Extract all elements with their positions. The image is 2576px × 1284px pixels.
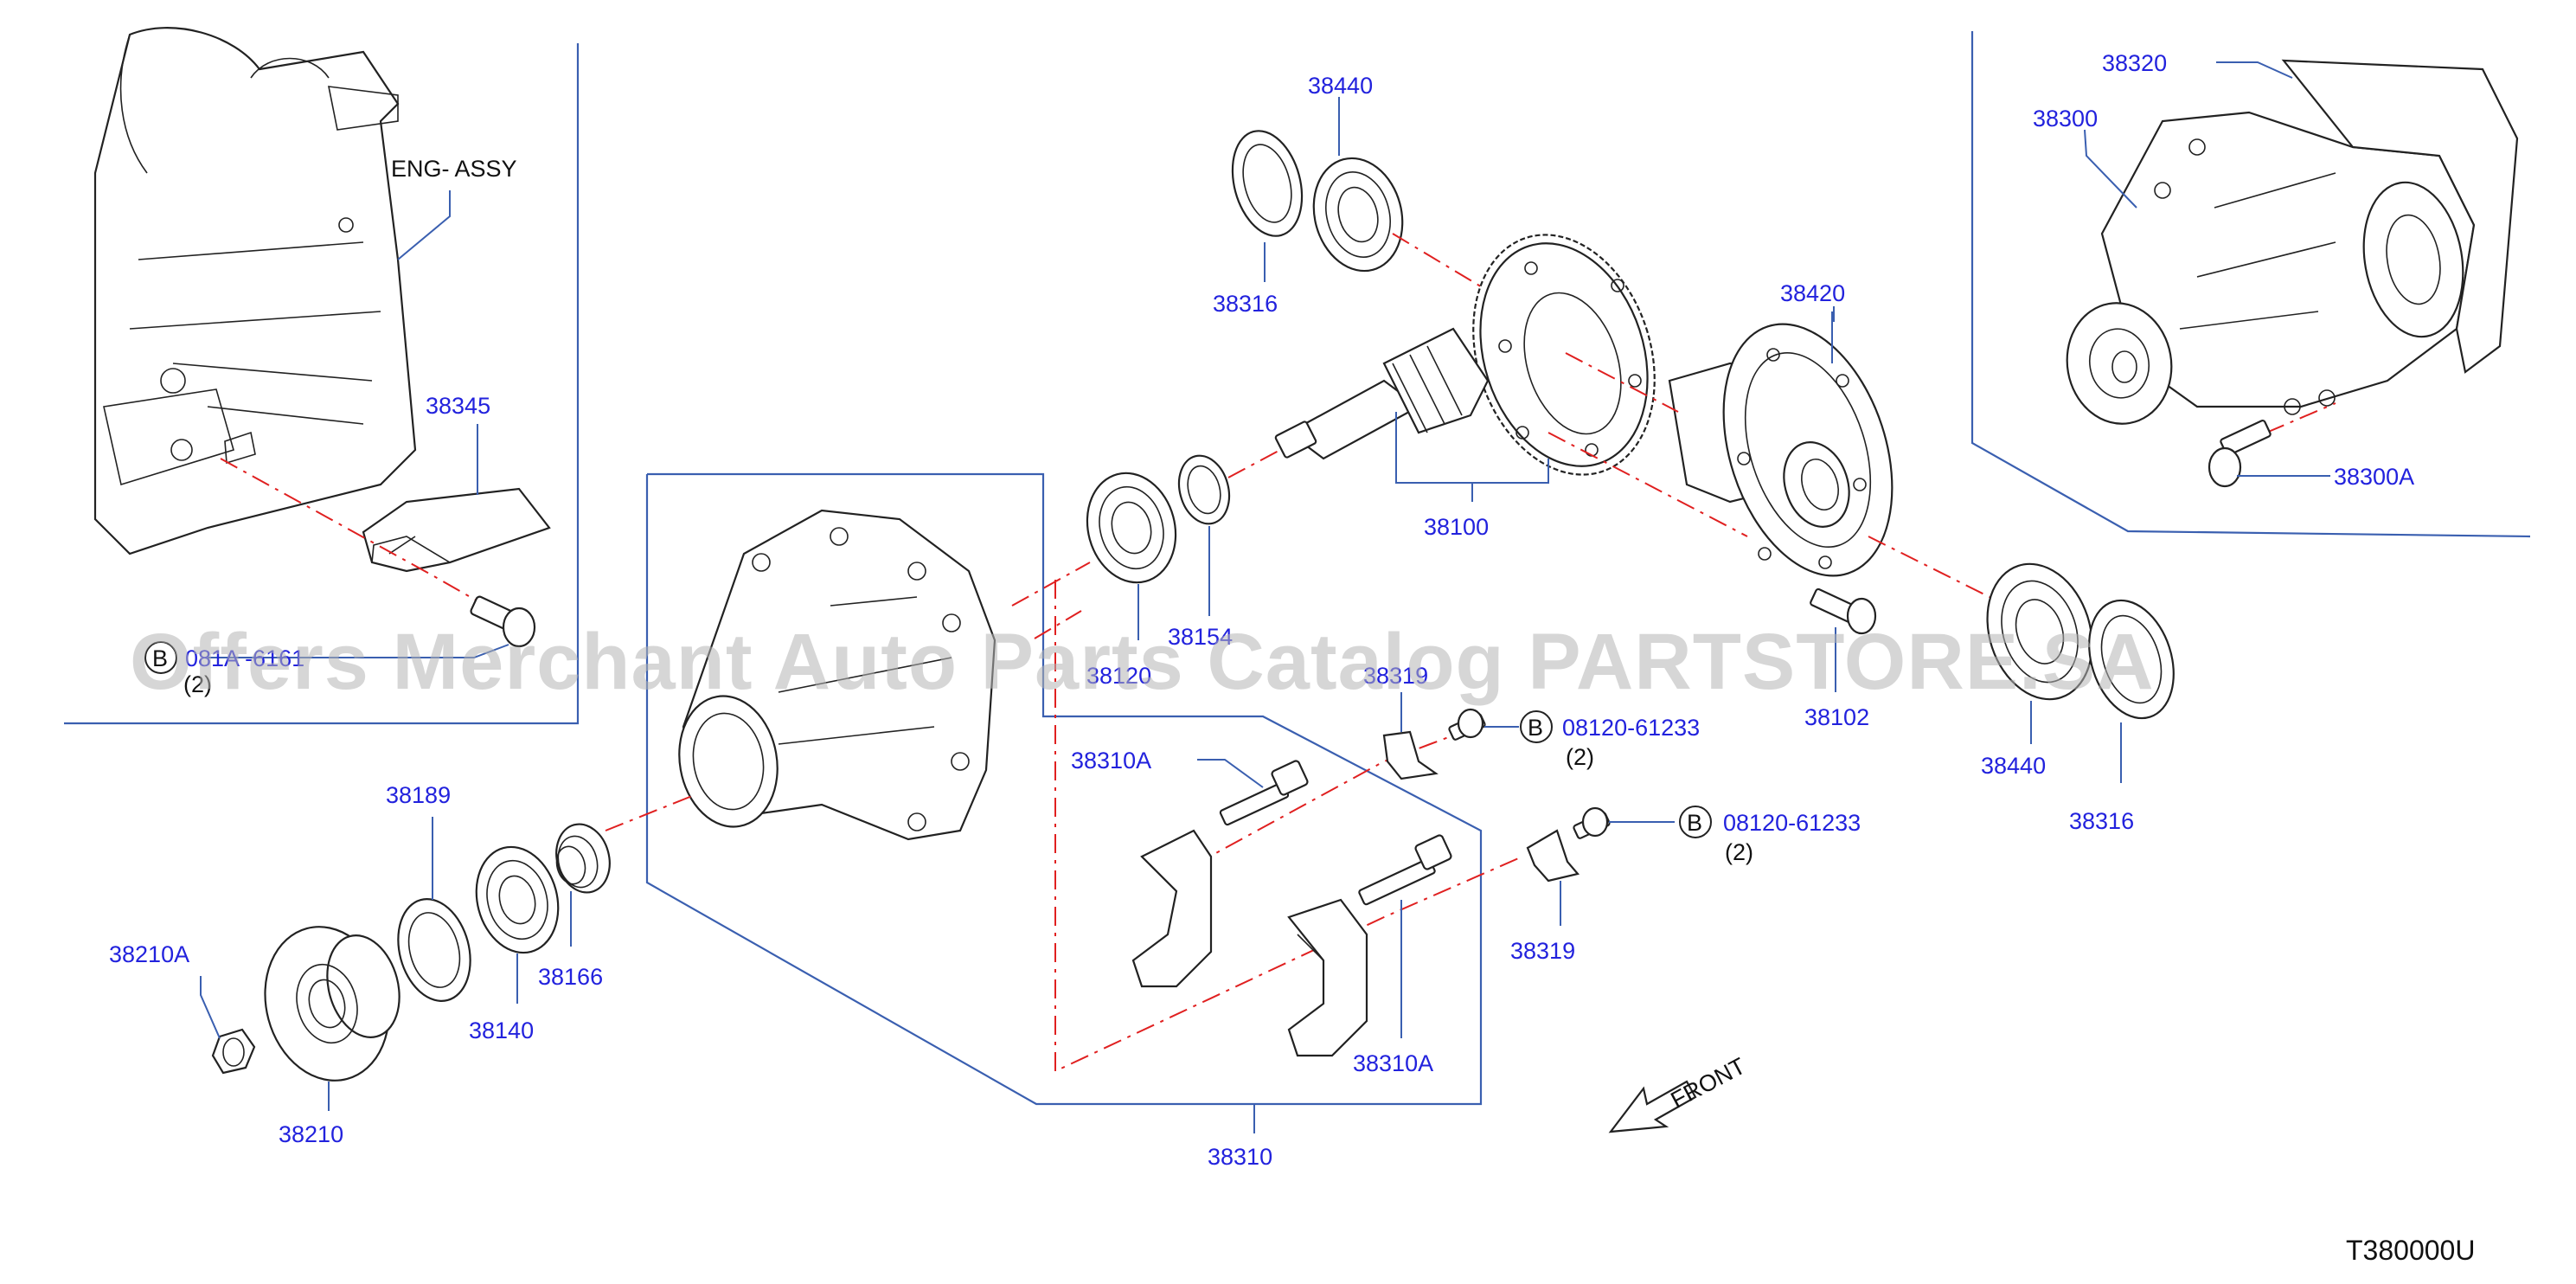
label-bolt-b3: 081A -6161 xyxy=(185,645,304,671)
label-38300A: 38300A xyxy=(2334,464,2414,490)
label-38120: 38120 xyxy=(1086,663,1151,689)
leader-38320 xyxy=(2216,61,2293,79)
label-38420: 38420 xyxy=(1780,280,1845,306)
label-38319-top: 38319 xyxy=(1363,663,1428,689)
svg-text:B: B xyxy=(152,645,168,671)
part-38310A-cap-bottom xyxy=(1287,898,1368,1057)
part-38319-clip-bottom xyxy=(1526,829,1580,883)
part-38120-bearing xyxy=(1086,472,1177,584)
part-38310A-cap-top xyxy=(1131,829,1213,988)
part-38319-clip-top xyxy=(1382,730,1439,780)
dash-engine-bracket xyxy=(220,458,494,611)
dash-carrier-bolt xyxy=(2265,402,2336,433)
label-38102: 38102 xyxy=(1804,704,1869,730)
label-38300: 38300 xyxy=(2033,106,2098,132)
dash-housing-c xyxy=(1193,735,1454,866)
leader-b3 xyxy=(208,644,509,658)
engine-assembly-label: ENG- ASSY xyxy=(391,156,517,182)
label-bolt-b3-qty: (2) xyxy=(183,671,212,697)
carrier-group-frame xyxy=(645,472,1483,1106)
label-bolt-b1-qty: (2) xyxy=(1566,744,1594,770)
label-38210: 38210 xyxy=(279,1121,343,1147)
label-bolt-b1: 08120-61233 xyxy=(1562,715,1700,741)
label-38320: 38320 xyxy=(2102,50,2167,76)
part-38310-housing xyxy=(678,509,996,841)
part-38310A-bolt-top xyxy=(1219,760,1309,826)
label-bolt-b2: 08120-61233 xyxy=(1723,810,1861,836)
bolt-marker-b1: B xyxy=(1520,710,1553,743)
engine-assembly-sketch xyxy=(93,27,417,555)
bolt-marker-b2: B xyxy=(1679,806,1712,838)
part-38440-bearing-right xyxy=(1986,562,2093,701)
label-38316-top: 38316 xyxy=(1213,291,1278,317)
part-38420-diff-case xyxy=(1668,323,1894,577)
part-38345-bracket xyxy=(362,487,551,573)
part-38210-flange xyxy=(264,926,400,1082)
leader-38210A xyxy=(200,976,221,1039)
part-38300-carrier-assembly xyxy=(2066,59,2519,425)
part-38154-shim xyxy=(1177,454,1231,525)
label-38316-right: 38316 xyxy=(2069,808,2134,834)
part-38102-bolt xyxy=(1810,587,1877,635)
engine-bracket-bolt xyxy=(470,595,536,648)
dash-housing-b xyxy=(1054,580,1523,1073)
dash-housing-a xyxy=(1011,562,1091,639)
diagram-code: T380000U xyxy=(2346,1235,2475,1266)
carrier-inset-frame xyxy=(1970,31,2531,538)
engine-label-leader xyxy=(397,190,451,260)
label-38319-bottom: 38319 xyxy=(1510,938,1575,964)
part-38189-seal xyxy=(397,898,471,1002)
dash-diff-line xyxy=(1548,352,2008,607)
label-38440-right: 38440 xyxy=(1981,753,2046,779)
part-38300A-bolt xyxy=(2208,419,2272,488)
label-38310A-bottom: 38310A xyxy=(1353,1050,1433,1076)
part-38140-bearing xyxy=(475,845,560,954)
label-38100: 38100 xyxy=(1424,514,1489,540)
leader-38300 xyxy=(2084,129,2137,209)
part-38440-bearing-top xyxy=(1312,157,1404,273)
label-38189: 38189 xyxy=(386,782,451,808)
watermark: Offers Merchant Auto Parts Catalog PARTS… xyxy=(130,618,2155,706)
front-arrow-icon xyxy=(1608,1080,1697,1133)
part-38100-ring-gear xyxy=(1472,234,1656,476)
dash-housing-d xyxy=(605,795,693,831)
bolt-b2 xyxy=(1573,806,1611,839)
part-38316-seal-top xyxy=(1231,130,1304,237)
bolt-marker-b3: B xyxy=(144,641,177,674)
label-38154: 38154 xyxy=(1168,624,1233,650)
part-38316-seal-right xyxy=(2088,599,2175,720)
label-38310A-top: 38310A xyxy=(1071,748,1151,774)
dash-pinion-line xyxy=(1227,449,1281,478)
label-38345: 38345 xyxy=(426,393,490,419)
part-38310A-bolt-bottom xyxy=(1358,834,1452,906)
bolt-b1 xyxy=(1448,708,1486,741)
svg-text:B: B xyxy=(1687,810,1702,836)
svg-text:B: B xyxy=(1528,715,1543,741)
leader-38310A-top xyxy=(1197,759,1264,788)
label-38166: 38166 xyxy=(538,964,603,990)
label-38440-top: 38440 xyxy=(1308,73,1373,99)
part-38166-seal xyxy=(555,823,611,894)
part-38210A-nut xyxy=(211,1028,256,1075)
label-38210A: 38210A xyxy=(109,941,189,967)
label-38310: 38310 xyxy=(1208,1144,1272,1170)
engine-inset-frame xyxy=(64,43,580,725)
front-label: FRONT xyxy=(1667,1053,1750,1114)
label-bolt-b2-qty: (2) xyxy=(1725,839,1753,865)
label-38140: 38140 xyxy=(469,1018,534,1043)
part-38100-pinion xyxy=(1274,327,1490,460)
